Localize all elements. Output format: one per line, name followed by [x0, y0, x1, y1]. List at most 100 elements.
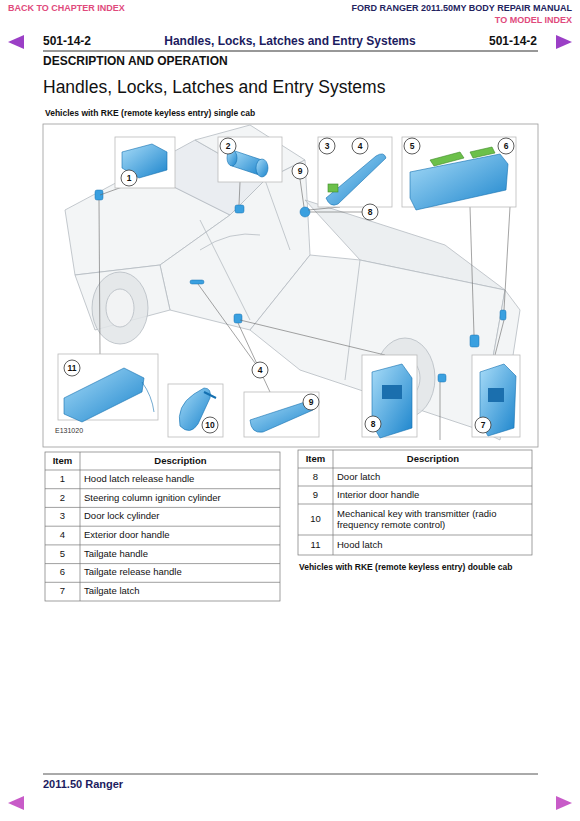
table-grid — [45, 544, 280, 545]
table-header: Description — [335, 450, 531, 468]
part-on-truck — [438, 374, 446, 382]
callout-circle — [475, 417, 491, 433]
leader-line — [470, 207, 474, 335]
table-grid — [45, 470, 280, 471]
callout-number: 4 — [351, 139, 369, 153]
part-on-truck — [300, 207, 310, 217]
callout-circle — [220, 138, 236, 154]
table-cell: 7 — [45, 582, 80, 601]
part-inset — [218, 137, 282, 182]
callout-circle — [319, 138, 335, 154]
table-cell: Steering column ignition cylinder — [82, 489, 279, 508]
table-cell: Tailgate release handle — [82, 564, 279, 583]
leader-line — [300, 179, 304, 207]
part-detail — [488, 388, 504, 402]
table-grid — [298, 535, 532, 536]
leader-line — [240, 320, 385, 355]
leader-line — [504, 207, 510, 310]
callout-number: 5 — [403, 139, 421, 153]
table-cell: Door latch — [335, 468, 531, 486]
part-on-truck — [95, 190, 506, 382]
table-grid — [333, 450, 334, 555]
truck-outline — [200, 234, 260, 250]
leader-line — [308, 207, 340, 210]
callout-number: 9 — [291, 164, 309, 178]
part-detail — [204, 392, 216, 398]
section-number: 501-14-2 — [43, 35, 123, 50]
table-grid — [45, 488, 280, 489]
callout-number: 10 — [201, 418, 219, 432]
table-cell: Tailgate handle — [82, 545, 279, 564]
table-header: Item — [45, 452, 80, 470]
leader-line — [239, 182, 240, 205]
leader-line — [198, 284, 255, 363]
table-cell: Hood latch — [335, 535, 531, 555]
truck-outline — [65, 125, 520, 440]
part-inset — [472, 355, 520, 437]
part-on-truck — [95, 190, 103, 200]
leader-line — [238, 323, 270, 392]
table-cell: Interior door handle — [335, 486, 531, 504]
part-drawing — [256, 159, 268, 177]
callout-circle — [365, 416, 381, 432]
callout-number: 6 — [497, 139, 515, 153]
leader-line — [495, 320, 504, 355]
table-grid — [45, 526, 280, 527]
subheading: Vehicles with RKE (remote keyless entry)… — [45, 109, 465, 121]
figure-frame — [43, 124, 538, 447]
part-inset — [362, 355, 417, 437]
section-heading: DESCRIPTION AND OPERATION — [43, 55, 363, 70]
truck-outline — [200, 220, 250, 320]
table-cell: 5 — [45, 545, 80, 564]
callout-circle — [303, 394, 319, 410]
callout-circle — [352, 138, 368, 154]
table-cell: 11 — [298, 535, 333, 555]
callout-circle — [64, 138, 514, 433]
nav-link: BACK TO CHAPTER INDEX — [8, 3, 208, 15]
table-cell: 2 — [45, 489, 80, 508]
leader-line — [440, 382, 441, 440]
part-drawing — [64, 368, 144, 422]
table-grid — [45, 450, 532, 601]
nav-link: TO MODEL INDEX — [380, 15, 572, 27]
table-cell: 3 — [45, 507, 80, 526]
leader-line — [99, 200, 100, 354]
part-detail — [430, 152, 464, 166]
section-title: Handles, Locks, Latches and Entry System… — [135, 35, 445, 50]
callout-number: 8 — [364, 417, 382, 431]
callout-number: 4 — [251, 363, 269, 377]
leader-line — [310, 212, 362, 213]
nav-arrow — [8, 35, 572, 810]
table-grid — [298, 450, 532, 555]
table-grid — [45, 582, 280, 583]
part-detail — [142, 382, 154, 412]
part-on-truck — [500, 310, 506, 320]
table-cell: Door lock cylinder — [82, 507, 279, 526]
subheading: Vehicles with RKE (remote keyless entry)… — [299, 563, 539, 589]
callout-number: 11 — [63, 361, 81, 375]
table-cell: Exterior door handle — [82, 526, 279, 545]
part-on-truck — [234, 314, 242, 323]
page-title: Handles, Locks, Latches and Entry System… — [43, 77, 523, 97]
part-inset — [115, 137, 175, 188]
figure-id: E131020 — [55, 427, 125, 437]
part-inset — [318, 137, 392, 207]
table-grid — [45, 452, 280, 601]
nav-arrow — [556, 35, 572, 49]
table-header: Description — [82, 452, 279, 470]
part-detail — [382, 385, 402, 399]
callout-circle — [292, 163, 308, 179]
table-cell: 6 — [45, 564, 80, 583]
part-drawing — [410, 154, 508, 210]
rule-line — [43, 50, 538, 51]
truck-outline — [92, 272, 148, 344]
truck-outline — [345, 260, 360, 380]
table-grid — [298, 504, 532, 505]
callout-number: 8 — [361, 205, 379, 219]
callout-number: 2 — [219, 139, 237, 153]
truck-outline — [106, 289, 134, 327]
table-cell: 10 — [298, 504, 333, 535]
table-cell: 8 — [298, 468, 333, 486]
